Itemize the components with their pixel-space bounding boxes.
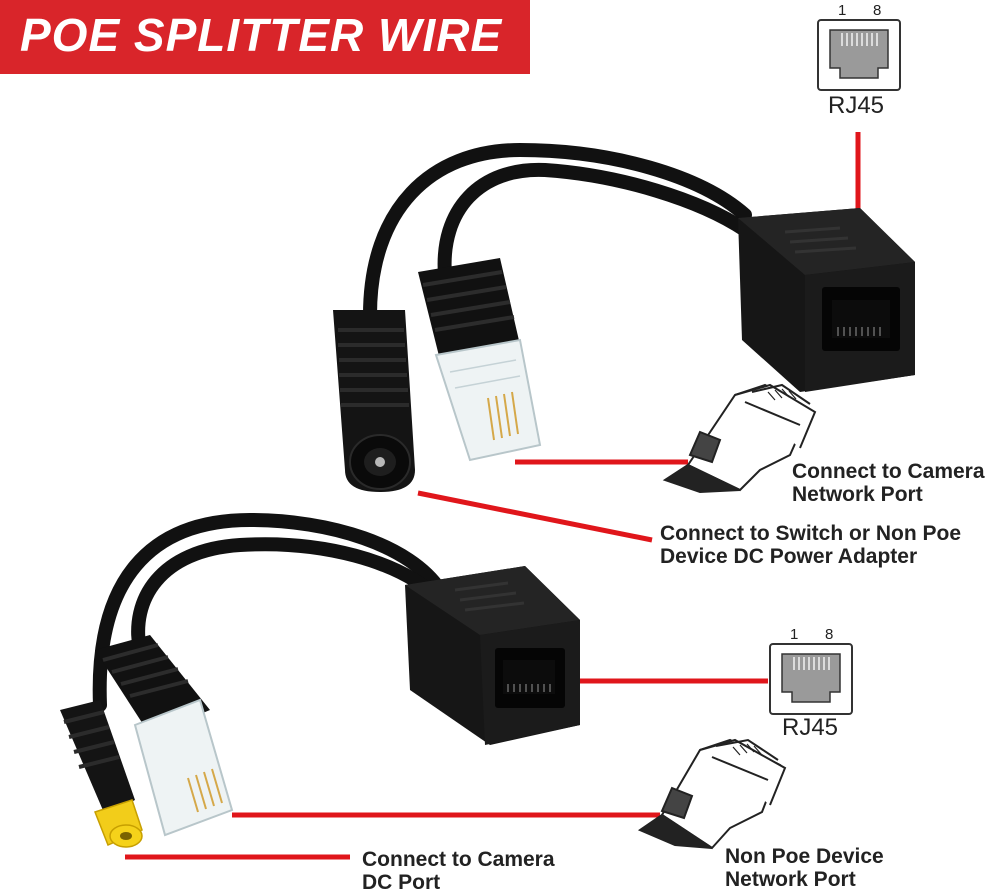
rj45-top-pin-start: 1: [838, 2, 847, 19]
label-non-poe-network-port: Non Poe Device Network Port: [725, 845, 884, 891]
rj45-bottom-pin-start: 1: [790, 626, 799, 643]
label-switch-dc-power: Connect to Switch or Non Poe Device DC P…: [660, 522, 962, 568]
title-banner: POE SPLITTER WIRE: [0, 0, 530, 74]
rj45-bottom-pin-end: 8: [825, 626, 834, 643]
rj45-top-label: RJ45: [828, 92, 885, 119]
rj45-plug-icon: [662, 383, 817, 494]
rj45-jack-icon: [769, 643, 853, 715]
rj45-bottom-label: RJ45: [782, 714, 839, 741]
label-camera-dc-port: Connect to Camera DC Port: [362, 848, 555, 894]
rj45-jack-icon: [817, 19, 901, 91]
bottom-splitter: [60, 512, 580, 848]
top-splitter: [333, 142, 915, 492]
switch-power-callout-line-1: [417, 490, 653, 543]
rj45-plug-icon: [637, 738, 787, 850]
banner-title: POE SPLITTER WIRE: [20, 9, 503, 61]
callout-lines: [125, 132, 861, 860]
label-camera-network-port: Connect to Camera Network Port: [792, 460, 985, 506]
rj45-top-pin-end: 8: [873, 2, 882, 19]
